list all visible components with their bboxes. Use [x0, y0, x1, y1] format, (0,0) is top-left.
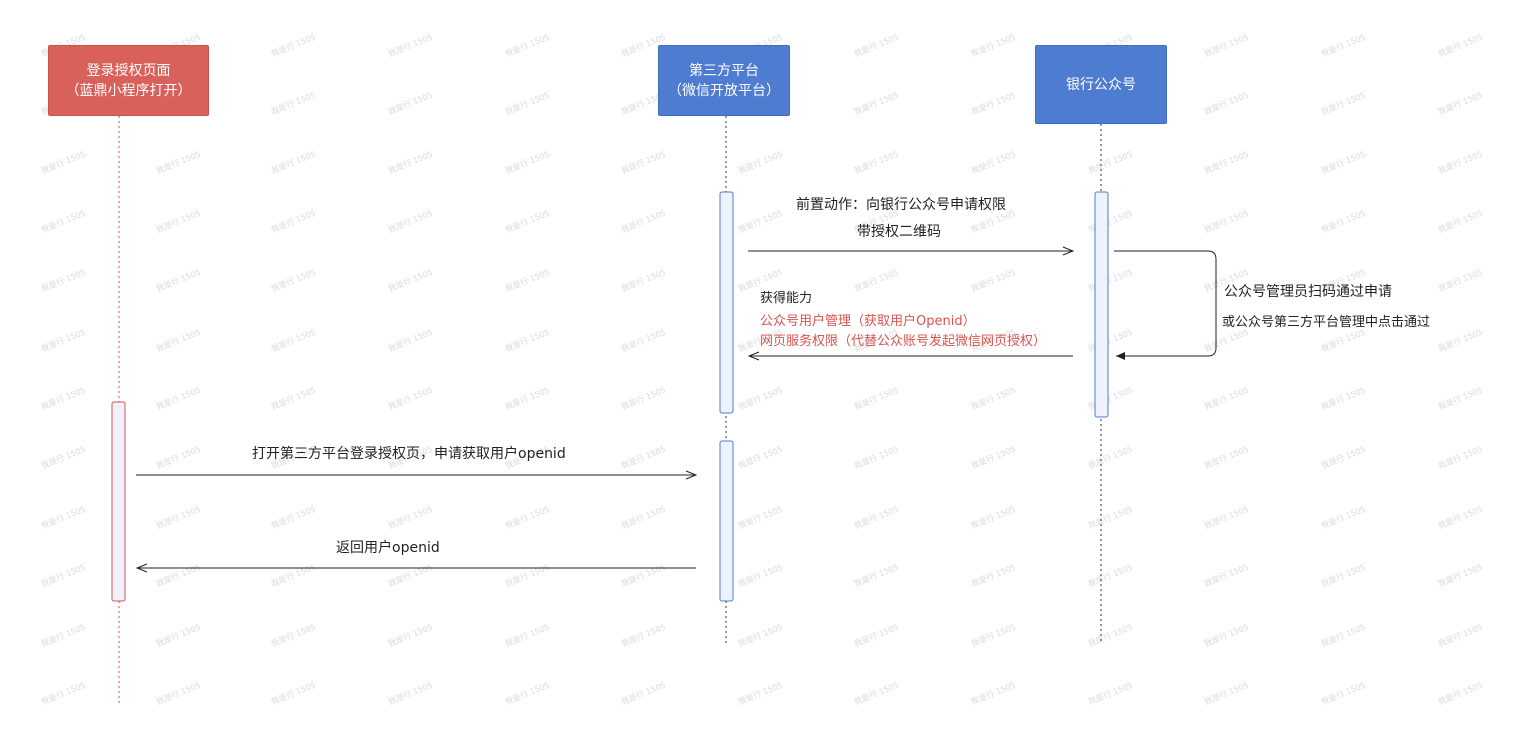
actor-bank-label: 银行公众号: [1066, 76, 1136, 93]
actor-login-line2: （蓝鼎小程序打开）: [65, 82, 192, 99]
actor-login-line1: 登录授权页面: [86, 62, 171, 79]
activation-platform-2: [719, 440, 734, 602]
approve-label: 公众号管理员扫码通过申请: [1224, 284, 1392, 300]
approve-alt-label: 或公众号第三方平台管理中点击通过: [1222, 315, 1431, 330]
return-openid-label: 返回用户openid: [336, 540, 440, 556]
pre-action-label: 前置动作：向银行公众号申请权限: [796, 197, 1006, 213]
activation-bank: [1094, 191, 1109, 418]
actor-platform-line2: （微信开放平台）: [668, 82, 780, 99]
arrow-approve-self: [1114, 250, 1217, 360]
pre-action-qrcode-label: 带授权二维码: [857, 224, 941, 240]
actor-bank-official-account: 银行公众号: [1035, 45, 1167, 124]
gain-item-user-management: 公众号用户管理（获取用户Openid）: [760, 314, 976, 329]
gain-title: 获得能力: [760, 291, 813, 306]
activation-login: [111, 401, 126, 602]
actor-login-page: 登录授权页面 （蓝鼎小程序打开）: [48, 45, 209, 116]
activation-platform-1: [719, 191, 734, 414]
actor-platform-line1: 第三方平台: [689, 62, 759, 79]
gain-item-web-auth: 网页服务权限（代替公众账号发起微信网页授权）: [760, 334, 1047, 349]
actor-third-party-platform: 第三方平台 （微信开放平台）: [658, 45, 790, 116]
open-page-label: 打开第三方平台登录授权页，申请获取用户openid: [252, 446, 566, 462]
